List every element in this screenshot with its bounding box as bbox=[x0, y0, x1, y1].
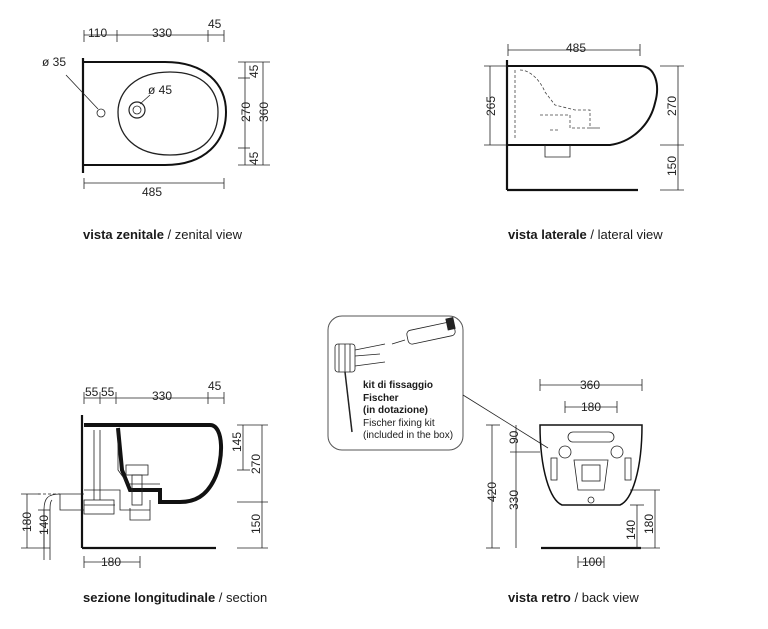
back-outlet bbox=[581, 464, 601, 482]
zenital-dim-270: 270 bbox=[239, 102, 253, 122]
zenital-dim-330: 330 bbox=[152, 26, 172, 40]
caption-back: vista retro / back view bbox=[508, 590, 639, 605]
section-dim-55b: 55 bbox=[101, 385, 115, 399]
back-slot-left bbox=[550, 457, 558, 481]
back-hole-left bbox=[558, 445, 572, 459]
kit-text: kit di fissaggio Fischer (in dotazione) … bbox=[363, 380, 453, 443]
caption-lateral-rest: / lateral view bbox=[586, 227, 663, 242]
section-dim-270: 270 bbox=[249, 454, 263, 474]
kit-anchor-wings bbox=[354, 343, 386, 367]
section-supply-pipes bbox=[93, 430, 101, 500]
back-dim-90: 90 bbox=[507, 430, 521, 444]
caption-lateral-bold: vista laterale bbox=[508, 227, 587, 242]
back-top-slot bbox=[567, 431, 615, 443]
section-dim-180-left: 180 bbox=[20, 512, 34, 532]
section-dim-150: 150 bbox=[249, 514, 263, 534]
section-pipes bbox=[84, 489, 150, 511]
section-dim-55a: 55 bbox=[85, 385, 99, 399]
zenital-dim-485: 485 bbox=[142, 185, 162, 199]
section-dim-140-left: 140 bbox=[37, 515, 51, 535]
zenital-dim-45: 45 bbox=[208, 17, 222, 31]
zenital-dim-d45: ø 45 bbox=[148, 83, 172, 97]
section-siphon bbox=[129, 500, 151, 521]
back-dim-180-right: 180 bbox=[642, 514, 656, 534]
back-view: 360 180 420 90 330 140 180 100 bbox=[485, 378, 660, 569]
zenital-dim-45-top: 45 bbox=[247, 64, 261, 78]
zenital-outline bbox=[84, 61, 228, 166]
section-inner bbox=[117, 430, 160, 485]
kit-leader bbox=[462, 394, 549, 449]
caption-zenital-bold: vista zenitale bbox=[83, 227, 164, 242]
zenital-leader-35 bbox=[65, 74, 99, 110]
fixing-kit-callout bbox=[327, 315, 549, 451]
kit-frame bbox=[327, 315, 464, 451]
zenital-dim-110: 110 bbox=[88, 26, 107, 40]
section-waste-pipe bbox=[131, 474, 143, 506]
kit-line4: Fischer fixing kit bbox=[363, 417, 435, 429]
section-dim-330: 330 bbox=[152, 389, 172, 403]
lateral-outline bbox=[508, 65, 659, 146]
caption-back-bold: vista retro bbox=[508, 590, 571, 605]
back-dim-140: 140 bbox=[624, 520, 638, 540]
caption-section-bold: sezione longitudinale bbox=[83, 590, 216, 605]
lateral-dim-270: 270 bbox=[665, 96, 679, 116]
zenital-dim-360: 360 bbox=[257, 102, 271, 122]
zenital-dim-d35: ø 35 bbox=[42, 55, 66, 69]
zenital-leader-45 bbox=[139, 94, 151, 105]
zenital-tap-hole bbox=[96, 108, 106, 118]
back-outlet-frame bbox=[573, 459, 609, 491]
zenital-drain-outer bbox=[128, 101, 146, 119]
kit-line2: Fischer bbox=[363, 392, 399, 404]
back-dim-420: 420 bbox=[485, 482, 499, 502]
back-dim-100: 100 bbox=[582, 555, 602, 569]
kit-line5: (included in the box) bbox=[363, 430, 454, 441]
zenital-dim-45-bottom: 45 bbox=[247, 151, 261, 165]
back-hole-right bbox=[610, 445, 624, 459]
zenital-bowl bbox=[117, 71, 219, 156]
back-slot-right bbox=[624, 457, 632, 481]
caption-zenital: vista zenitale / zenital view bbox=[83, 227, 242, 242]
section-trap bbox=[83, 499, 115, 515]
caption-back-rest: / back view bbox=[570, 590, 639, 605]
back-dim-180: 180 bbox=[581, 400, 601, 414]
section-view: 55 55 330 45 145 270 150 180 140 180 bbox=[20, 379, 268, 569]
section-dim-180-bottom: 180 bbox=[101, 555, 121, 569]
section-outline bbox=[84, 423, 224, 504]
lateral-dim-150: 150 bbox=[665, 156, 679, 176]
kit-line3: (in dotazione) bbox=[363, 405, 428, 416]
lateral-spigot bbox=[544, 145, 571, 158]
lateral-dim-485: 485 bbox=[566, 41, 586, 55]
caption-lateral: vista laterale / lateral view bbox=[508, 227, 663, 242]
kit-line1: kit di fissaggio bbox=[363, 380, 434, 391]
lateral-dim-265: 265 bbox=[484, 96, 498, 116]
caption-section-rest: / section bbox=[215, 590, 268, 605]
zenital-view: 110 330 45 ø 35 ø 45 45 270 360 45 485 bbox=[42, 17, 271, 199]
lateral-hidden-lines bbox=[514, 69, 600, 140]
section-drain bbox=[125, 464, 149, 476]
zenital-drain-inner bbox=[132, 105, 142, 115]
caption-zenital-rest: / zenital view bbox=[163, 227, 242, 242]
caption-section: sezione longitudinale / section bbox=[83, 590, 267, 605]
lateral-view: 485 265 270 150 bbox=[484, 41, 684, 192]
back-waste-hole bbox=[587, 496, 595, 504]
back-dim-330: 330 bbox=[507, 490, 521, 510]
kit-anchor-screw bbox=[344, 371, 353, 433]
back-outline bbox=[539, 424, 643, 506]
section-dim-145: 145 bbox=[230, 432, 244, 452]
section-dim-45: 45 bbox=[208, 379, 222, 393]
section-outlet bbox=[59, 493, 84, 511]
back-dim-360: 360 bbox=[580, 378, 600, 392]
